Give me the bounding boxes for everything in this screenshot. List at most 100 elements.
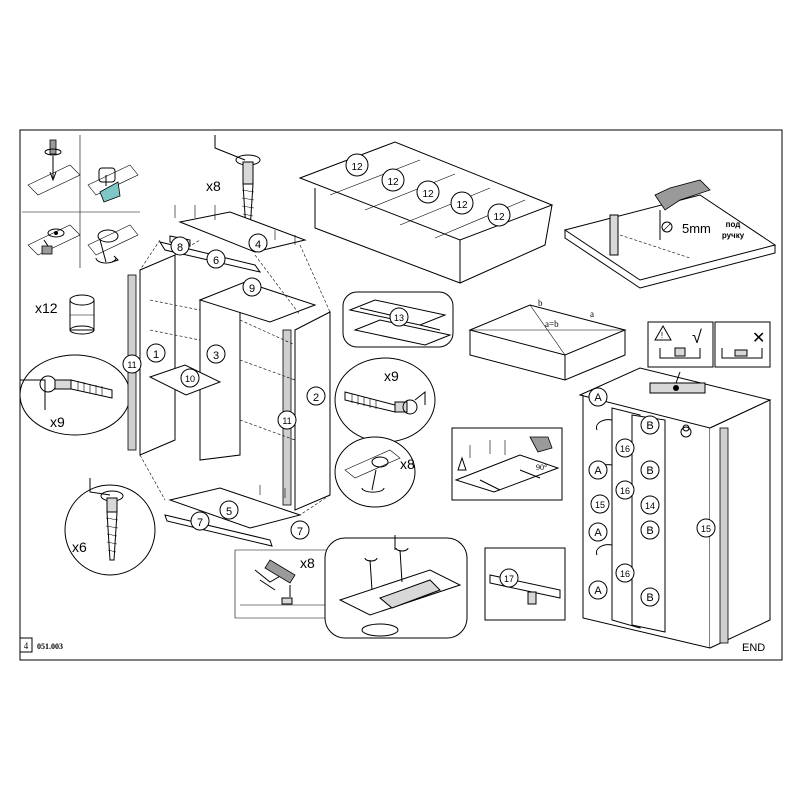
part-11-left-number: 11 <box>127 360 136 370</box>
panel-3 <box>199 284 241 461</box>
part-labels-main: 4 8 6 9 1 3 10 11 11 2 5 7 7 <box>122 233 326 540</box>
part-3-number: 3 <box>213 350 219 362</box>
back-panels-12 <box>298 141 554 284</box>
drill-note-line2: ручку <box>722 231 745 240</box>
end-label: END <box>742 642 765 654</box>
part-7-badge <box>190 511 210 531</box>
part-5-number: 5 <box>226 506 232 518</box>
rod-17-detail <box>484 547 566 621</box>
diag-equal-label: a=b <box>545 319 559 329</box>
part-8-badge <box>170 236 190 256</box>
exploded-cabinet <box>127 205 331 547</box>
svg-text:12: 12 <box>387 177 399 188</box>
part-7-number: 7 <box>197 517 203 529</box>
hammer-nails-bubble <box>234 549 336 619</box>
step-turn-cam <box>87 224 139 264</box>
step-tighten-screw <box>27 224 81 256</box>
warning-correct-box: ! <box>647 321 714 368</box>
final-labels: A A A A B B B B 16 16 16 15 14 15 <box>588 387 716 607</box>
warning-icon <box>654 324 672 341</box>
svg-text:A: A <box>594 465 602 477</box>
part-7b-number: 7 <box>297 526 303 538</box>
hammer-icon <box>529 436 553 453</box>
screw-bottom-bubble <box>64 478 156 576</box>
drill-diameter: 5mm <box>682 221 711 236</box>
svg-text:B: B <box>646 420 653 432</box>
drill-note-line1: под <box>726 220 741 229</box>
hammer-icon <box>264 559 296 584</box>
dowel-icon <box>69 294 95 335</box>
panel-9 <box>198 281 317 323</box>
step-insert-screw <box>27 139 81 196</box>
svg-text:15: 15 <box>595 500 605 510</box>
step-insert-cam <box>87 164 139 203</box>
svg-text:14: 14 <box>645 501 655 511</box>
hinge-alignment-detail <box>451 427 563 501</box>
cam-right-qty: x8 <box>400 456 415 472</box>
bolt-right-qty: x9 <box>384 368 399 384</box>
svg-text:16: 16 <box>620 486 630 496</box>
part-9-badge <box>242 277 262 297</box>
svg-text:!: ! <box>661 331 663 340</box>
hinge-icon <box>379 579 441 609</box>
dowel-qty: x12 <box>35 300 58 316</box>
hinge-screw-bubble <box>324 535 468 639</box>
part-11-right-badge <box>277 410 297 430</box>
part-11-right-number: 11 <box>282 416 291 426</box>
svg-text:B: B <box>646 592 653 604</box>
part-6-number: 6 <box>213 255 219 267</box>
part-6-badge <box>206 249 226 269</box>
svg-text:A: A <box>594 585 602 597</box>
diag-b-label: b <box>538 298 543 308</box>
part-4-number: 4 <box>255 239 261 251</box>
part-labels-12: 12 12 12 12 12 <box>345 153 511 227</box>
part-17-number: 17 <box>504 574 514 584</box>
part-17-badge <box>499 568 519 588</box>
svg-text:12: 12 <box>351 162 363 173</box>
bolt-left-qty: x9 <box>50 414 65 430</box>
cam-right-bubble <box>334 436 416 508</box>
svg-text:15: 15 <box>701 524 711 534</box>
part-9-number: 9 <box>249 283 255 295</box>
part-4-badge <box>248 233 268 253</box>
part-2-number: 2 <box>313 392 319 404</box>
panel-4 <box>178 211 307 253</box>
svg-text:12: 12 <box>493 212 505 223</box>
warning-wrong-box <box>714 321 771 368</box>
page-number-box <box>19 637 33 653</box>
svg-text:16: 16 <box>620 569 630 579</box>
svg-text:12: 12 <box>422 189 434 200</box>
bolt-left-bubble <box>19 354 131 436</box>
part-3-badge <box>206 344 226 364</box>
diag-a-label: a <box>590 309 594 319</box>
part-10-number: 10 <box>185 374 195 384</box>
svg-text:12: 12 <box>456 200 468 211</box>
part-8-number: 8 <box>177 242 183 254</box>
hinge-angle: 90° <box>536 463 547 472</box>
part-13-number: 13 <box>394 313 404 323</box>
check-mark: √ <box>692 327 702 347</box>
svg-text:A: A <box>594 527 602 539</box>
svg-text:A: A <box>594 392 602 404</box>
drill-detail <box>563 179 777 289</box>
page-number: 4 <box>24 641 29 651</box>
part-1-badge <box>146 343 166 363</box>
drill-icon <box>654 179 711 211</box>
cam-screw-top-qty: x8 <box>206 178 221 194</box>
cam-lock-instructions <box>22 135 140 268</box>
warning-icon <box>457 456 467 471</box>
screw-bottom-qty: x6 <box>72 539 87 555</box>
svg-text:16: 16 <box>620 444 630 454</box>
part-2-badge <box>306 386 326 406</box>
part-7b-badge <box>290 520 310 540</box>
part-1-number: 1 <box>153 349 159 361</box>
panel-2 <box>294 311 331 511</box>
nails-qty: x8 <box>300 555 315 571</box>
part-13-badge <box>389 307 409 327</box>
part-5-badge <box>219 500 239 520</box>
part-11-left-badge <box>122 354 142 374</box>
cross-mark: ✕ <box>752 330 765 347</box>
part-10-badge <box>180 368 200 388</box>
cam-screw-top-icon <box>214 135 261 231</box>
